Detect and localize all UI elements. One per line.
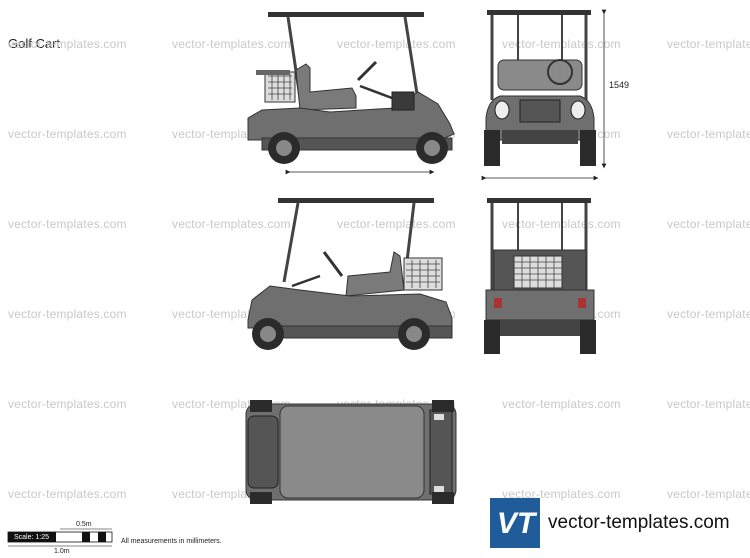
side-view-rear (247, 198, 453, 350)
watermark-text: vector-templates.com (337, 217, 456, 231)
watermark-text: vector-templates.com (8, 487, 127, 501)
watermark-text: vector-templates.com (8, 127, 127, 141)
brand-url: vector-templates.com (548, 512, 730, 533)
scale-half-label: 0.5m (76, 521, 92, 528)
drawing-title: Golf Cart (8, 36, 61, 51)
watermark-text: vector-templates.com (502, 487, 621, 501)
measurement-note: All measurements in millimeters. (121, 538, 222, 545)
watermark-text: vector-templates.com (8, 217, 127, 231)
watermark-text: vector-templates.com (172, 37, 291, 51)
side-view-front (247, 12, 455, 175)
watermark-text: vector-templates.com (667, 37, 750, 51)
watermark-text: vector-templates.com (337, 37, 456, 51)
height-dimension-label: 1549 (609, 80, 630, 90)
watermark-text: vector-templates.com (667, 397, 750, 411)
scale-full-label: 1.0m (54, 548, 70, 555)
scale-bar (7, 528, 113, 547)
watermark-text: vector-templates.com (667, 127, 750, 141)
front-view (481, 9, 607, 181)
logo-monogram: VT (496, 507, 536, 540)
watermark-text: vector-templates.com (172, 217, 291, 231)
watermark-text: vector-templates.com (667, 307, 750, 321)
watermark-text: vector-templates.com (8, 307, 127, 321)
rear-view (484, 198, 596, 354)
scale-ratio-label: Scale: 1:25 (14, 534, 50, 541)
watermark-text: vector-templates.com (8, 397, 127, 411)
watermark-text: vector-templates.com (667, 487, 750, 501)
brand-logo (490, 498, 540, 548)
watermark-text: vector-templates.com (8, 37, 127, 51)
watermark-text: vector-templates.com (502, 397, 621, 411)
top-view (245, 400, 457, 504)
watermark-text: vector-templates.com (667, 217, 750, 231)
